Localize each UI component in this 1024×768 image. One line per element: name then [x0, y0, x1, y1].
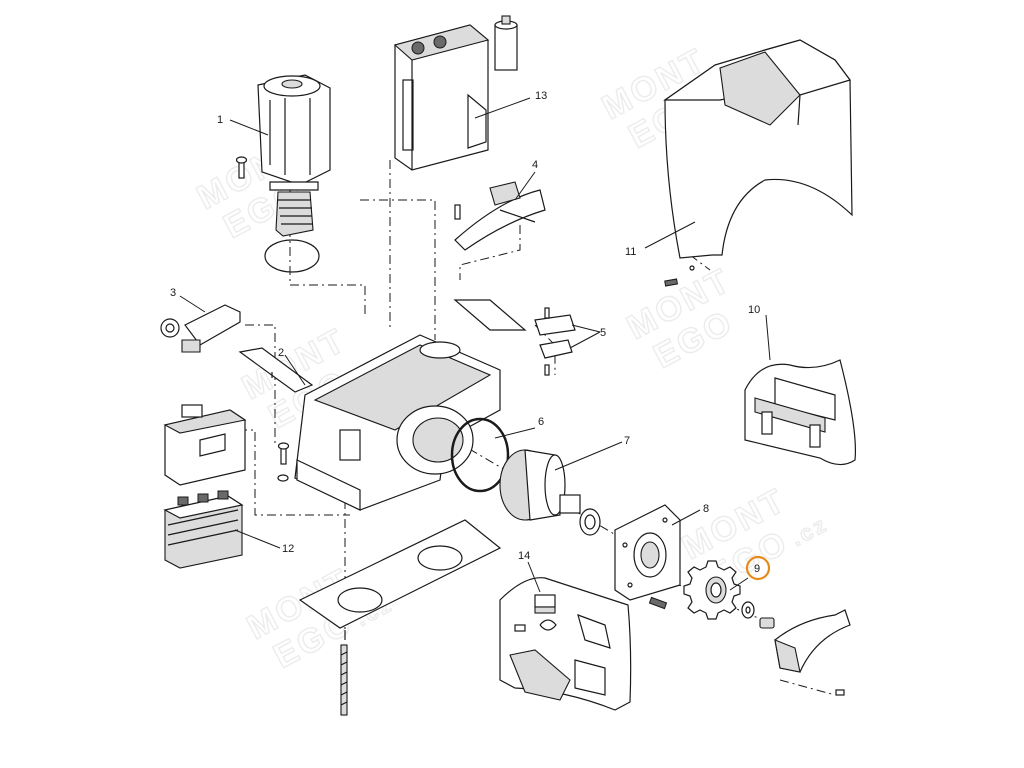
callout-1: 1: [217, 114, 223, 126]
callout-8: 8: [703, 503, 709, 515]
callout-7: 7: [624, 435, 630, 447]
gear-flange: [614, 504, 681, 601]
cover-insert: [744, 359, 856, 466]
worm-gear: [499, 449, 601, 536]
motor-unit: [235, 74, 331, 273]
transformer: [163, 490, 244, 569]
callout-labels: 1 2 3 4 5 6 7 8 9 10 11 12 13 14: [170, 90, 771, 581]
callout-10: 10: [748, 304, 760, 316]
limit-switch-assembly: [499, 577, 632, 711]
pinion-cover: [774, 609, 851, 696]
flange-screw: [648, 596, 668, 610]
top-cover: [663, 39, 853, 287]
limit-switch-sector: [454, 181, 546, 251]
terminal-box: [163, 404, 247, 486]
release-lever: [160, 304, 241, 353]
callout-9: 9: [754, 563, 760, 575]
callout-12: 12: [282, 543, 294, 555]
callout-14: 14: [518, 550, 530, 562]
anchor-rod: [340, 644, 348, 716]
callout-6: 6: [538, 416, 544, 428]
control-board-housing: [393, 15, 518, 171]
callout-11: 11: [625, 246, 636, 258]
base-plate: [298, 519, 502, 640]
callout-5: 5: [600, 327, 606, 339]
o-ring-seal: [450, 417, 510, 493]
callout-2: 2: [278, 347, 284, 359]
highlight-ring: [745, 555, 771, 581]
watermark-suffix: .cz: [787, 511, 833, 551]
callout-3: 3: [170, 287, 176, 299]
callout-13: 13: [535, 90, 547, 102]
bracket-plate: [238, 347, 314, 393]
leader-lines: [179, 97, 771, 593]
main-housing: [294, 334, 501, 511]
callout-4: 4: [532, 159, 538, 171]
drive-pinion: [683, 560, 775, 629]
fixing-screw: [277, 442, 290, 482]
mounting-clips: [453, 299, 576, 376]
